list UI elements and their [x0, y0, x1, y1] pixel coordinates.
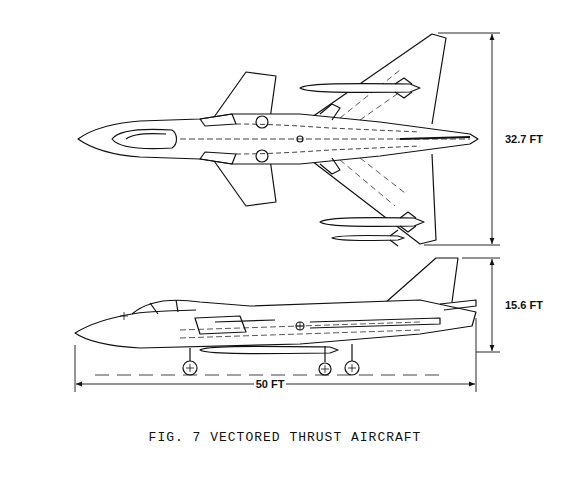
dimension-label: 15.6 FT [503, 299, 545, 311]
side-view [75, 258, 476, 375]
dimension-label: 50 FT [254, 378, 287, 390]
top-view [78, 34, 478, 246]
dimension-label: 32.7 FT [503, 133, 545, 145]
dimension-lines [75, 33, 500, 392]
figure-caption: FIG. 7 VECTORED THRUST AIRCRAFT [147, 431, 424, 445]
